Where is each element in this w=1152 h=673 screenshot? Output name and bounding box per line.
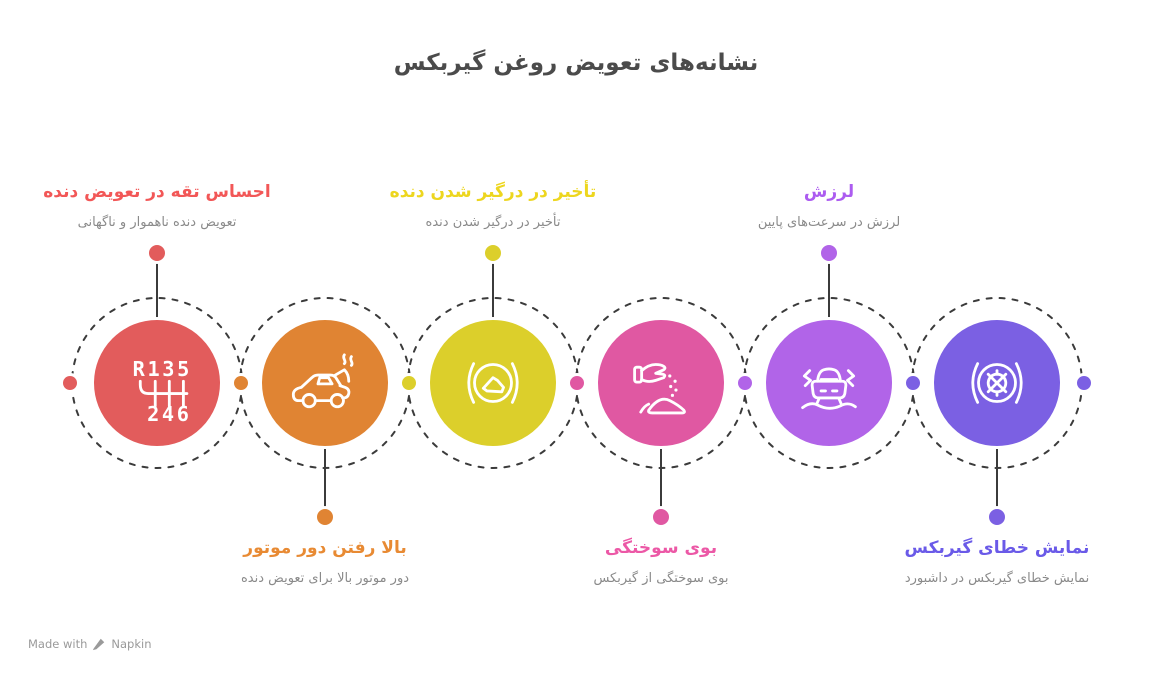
node-subtitle: تأخیر در درگیر شدن دنده	[425, 214, 561, 230]
connector-line	[996, 449, 998, 511]
axis-dot	[567, 373, 587, 393]
node-title: لرزش	[803, 182, 855, 203]
node-subtitle: تعویض دنده ناهموار و ناگهانی	[77, 214, 237, 230]
connector-dot	[482, 242, 504, 264]
symptom-circle	[427, 317, 559, 449]
node-subtitle: نمایش خطای گیربکس در داشبورد	[904, 570, 1090, 586]
connector-dot	[146, 242, 168, 264]
symptom-circle	[931, 317, 1063, 449]
node-label-group: بوی سوختگی بوی سوختگی از گیربکس	[541, 536, 781, 588]
brand-text: Napkin	[111, 637, 152, 651]
connector-line	[492, 256, 494, 318]
symptom-circle	[763, 317, 895, 449]
axis-dot	[231, 373, 251, 393]
node-label-group: تأخیر در درگیر شدن دنده تأخیر در درگیر ش…	[373, 126, 613, 232]
brake-warning-light-icon	[467, 362, 519, 404]
symptom-circle	[595, 317, 727, 449]
overheating-car-icon	[291, 353, 354, 409]
svg-text:R135: R135	[133, 357, 192, 381]
gear-shift-pattern-icon: R135 246	[133, 357, 192, 426]
axis-dot	[399, 373, 419, 393]
connector-line	[324, 449, 326, 511]
symptom-circle: R135 246	[91, 317, 223, 449]
node-label-group: نمایش خطای گیربکس نمایش خطای گیربکس در د…	[877, 536, 1117, 588]
node-label-group: احساس تقه در تعویض دنده تعویض دنده ناهمو…	[37, 126, 277, 232]
svg-text:246: 246	[147, 402, 191, 426]
node-subtitle: بوی سوختگی از گیربکس	[593, 570, 729, 586]
node-label-group: بالا رفتن دور موتور دور موتور بالا برای …	[205, 536, 445, 588]
connector-dot	[650, 506, 672, 528]
node-label-group: لرزش لرزش در سرعت‌های پایین	[709, 126, 949, 232]
node-title: بالا رفتن دور موتور	[243, 538, 407, 558]
burning-smell-icon	[633, 363, 686, 415]
node-title: نمایش خطای گیربکس	[904, 538, 1090, 558]
node-subtitle: لرزش در سرعت‌های پایین	[757, 214, 901, 230]
connector-line	[828, 256, 830, 318]
connector-line	[156, 256, 158, 318]
symptom-circle	[259, 317, 391, 449]
axis-dot	[1074, 373, 1094, 393]
axis-dot	[735, 373, 755, 393]
connector-dot	[314, 506, 336, 528]
page-title: نشانه‌های تعویض روغن گیربکس	[393, 50, 759, 76]
axis-dot	[60, 373, 80, 393]
made-with-text: Made with	[28, 637, 88, 651]
vibrating-car-icon	[801, 367, 857, 410]
node-subtitle: دور موتور بالا برای تعویض دنده	[240, 570, 410, 586]
node-title: تأخیر در درگیر شدن دنده	[389, 182, 597, 203]
axis-dot	[903, 373, 923, 393]
connector-dot	[986, 506, 1008, 528]
made-with-napkin-credit: Made with Napkin	[28, 637, 152, 651]
node-title: بوی سوختگی	[604, 538, 718, 558]
node-title: احساس تقه در تعویض دنده	[43, 182, 271, 203]
gearbox-error-light-icon	[971, 362, 1023, 404]
connector-dot	[818, 242, 840, 264]
napkin-pen-icon	[93, 638, 105, 651]
connector-line	[660, 449, 662, 511]
